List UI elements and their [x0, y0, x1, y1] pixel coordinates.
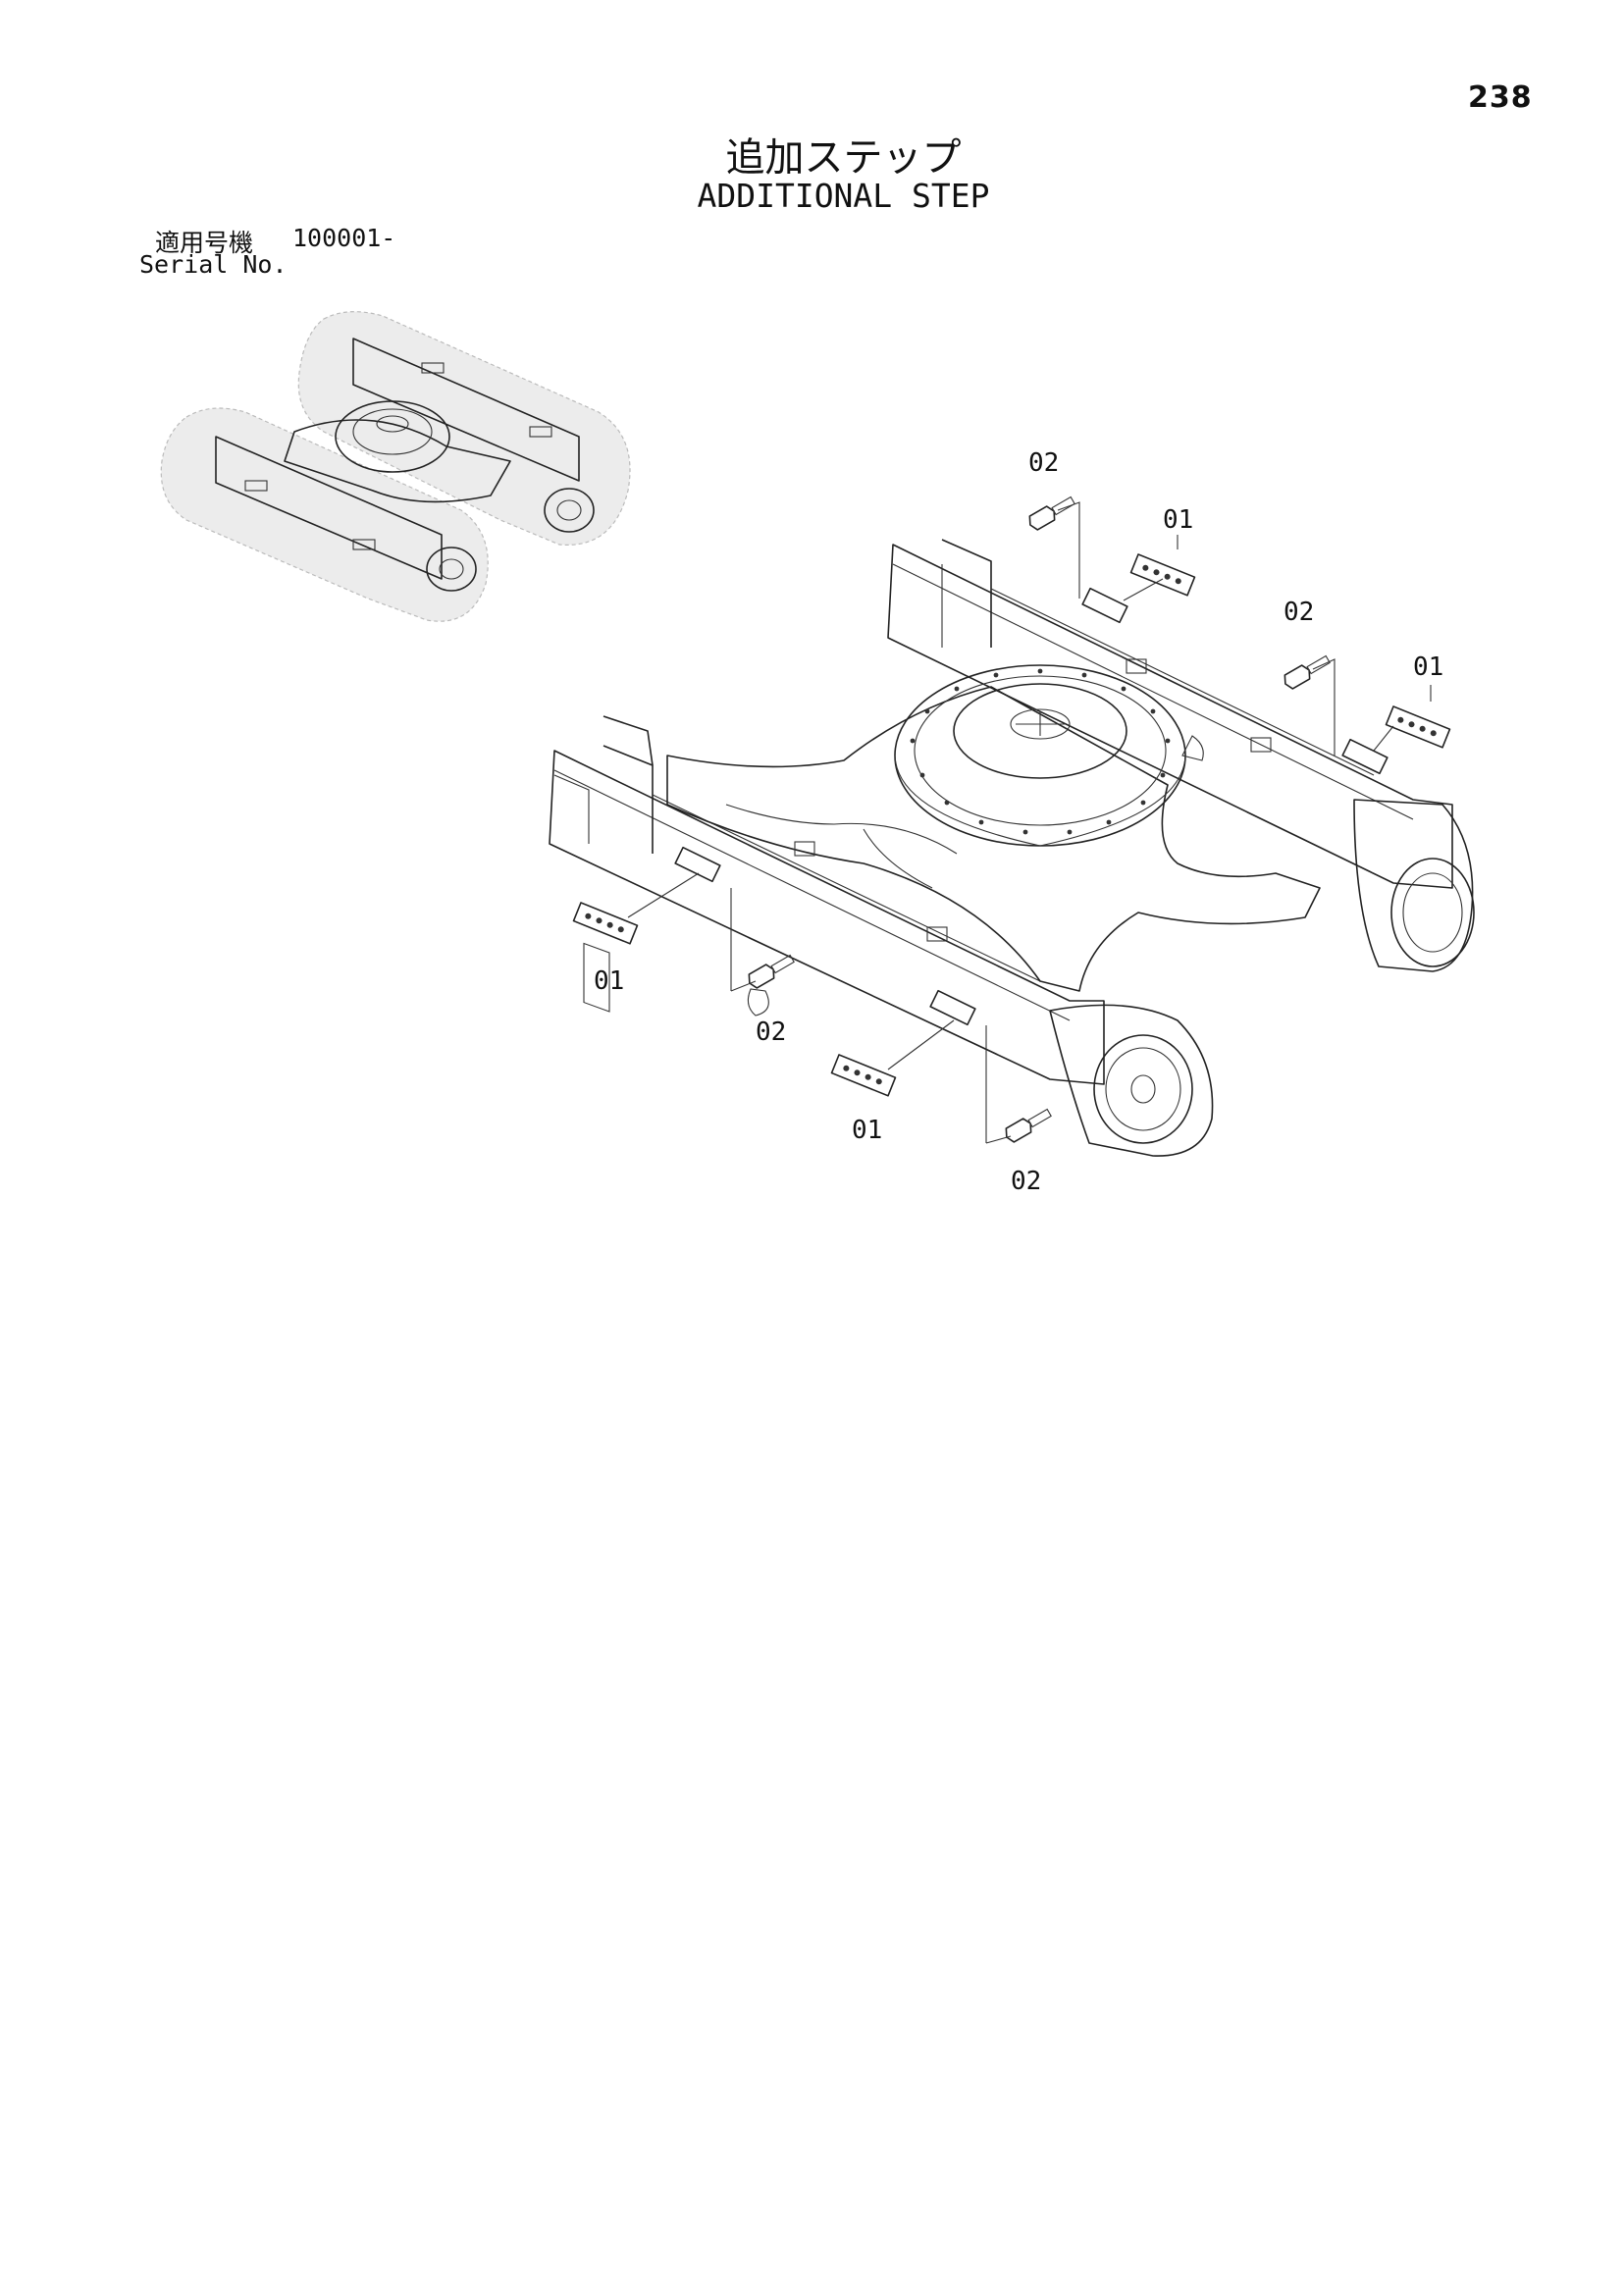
callout-01-top: 01 [1163, 505, 1193, 535]
title-english: ADDITIONAL STEP [697, 177, 990, 215]
step-bracket-icon [572, 553, 1451, 1097]
callout-02-bottom: 02 [1011, 1167, 1041, 1196]
step-right [1385, 705, 1451, 749]
bolt-icon [748, 496, 1331, 1143]
callout-01-bottom: 01 [852, 1116, 882, 1145]
serial-label-japanese: 適用号機 [155, 229, 254, 257]
step-bottom [830, 1054, 897, 1097]
bolt-right [1283, 654, 1331, 690]
undercarriage-overview-icon [160, 311, 631, 622]
callout-02-right: 02 [1283, 598, 1314, 627]
callout-02-top: 02 [1028, 448, 1059, 478]
step-top [1129, 553, 1196, 597]
step-left [572, 902, 639, 945]
title-japanese: 追加ステップ [725, 135, 962, 181]
serial-number-value: 100001- [292, 224, 396, 252]
track-frame-drawing [549, 539, 1475, 1157]
bolt-bottom [1005, 1108, 1052, 1143]
callout-01-right: 01 [1413, 652, 1443, 682]
callout-02-mid: 02 [756, 1017, 786, 1047]
callout-01-left: 01 [594, 966, 624, 996]
bolt-top [1028, 496, 1075, 531]
leader-lines [627, 501, 1432, 1144]
bolt-mid [748, 954, 795, 989]
serial-label-english: Serial No. [139, 250, 288, 279]
page-number: 238 [1468, 80, 1533, 115]
